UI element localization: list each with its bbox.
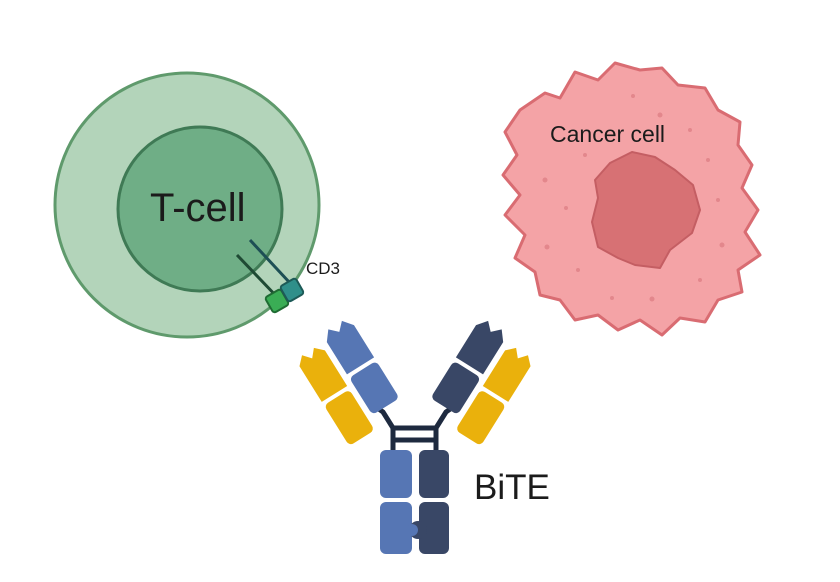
fc-left-upper: [380, 450, 412, 498]
cancer-cell-granules: [542, 94, 725, 302]
left-arm-light-upper: [299, 347, 348, 402]
fc-left-lower: [380, 502, 412, 554]
cd3-receptor: [235, 238, 305, 314]
cd3-teal-domain: [279, 277, 305, 303]
bite-antibody: [299, 320, 531, 554]
fc-right-upper: [419, 450, 449, 498]
left-arm-light-lower: [325, 391, 373, 445]
right-arm-light-upper: [482, 347, 531, 402]
right-arm-light-lower: [457, 391, 505, 445]
fc-knob-fill: [406, 524, 418, 536]
bite-label: BiTE: [474, 468, 550, 507]
right-arm: [432, 320, 531, 445]
right-arm-heavy-upper: [455, 320, 504, 375]
cancer-cell: [501, 61, 762, 337]
left-arm-heavy-upper: [326, 320, 375, 375]
cancer-cell-label: Cancer cell: [550, 121, 666, 147]
cancer-cell-nucleus: [591, 151, 701, 269]
t-cell-nucleus: [116, 125, 284, 293]
cd3-label: CD3: [306, 259, 341, 278]
fc-right-lower: [419, 502, 449, 554]
hinge-region: [370, 402, 459, 455]
fc-stem: [380, 450, 449, 554]
right-arm-heavy-lower: [432, 362, 480, 414]
left-arm-heavy-lower: [350, 362, 398, 414]
t-cell-label: T-cell: [150, 186, 246, 230]
t-cell: [53, 71, 321, 339]
left-arm: [299, 320, 398, 445]
